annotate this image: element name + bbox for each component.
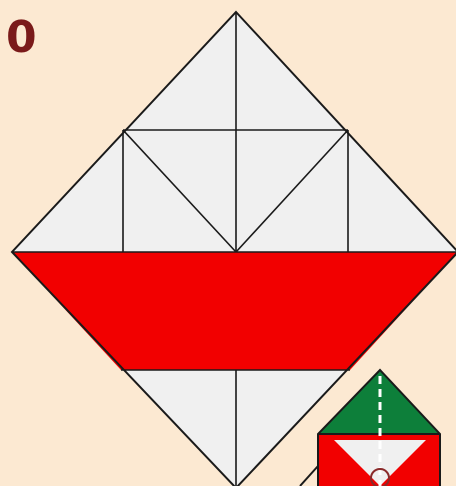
step-number: 0 — [6, 12, 37, 63]
